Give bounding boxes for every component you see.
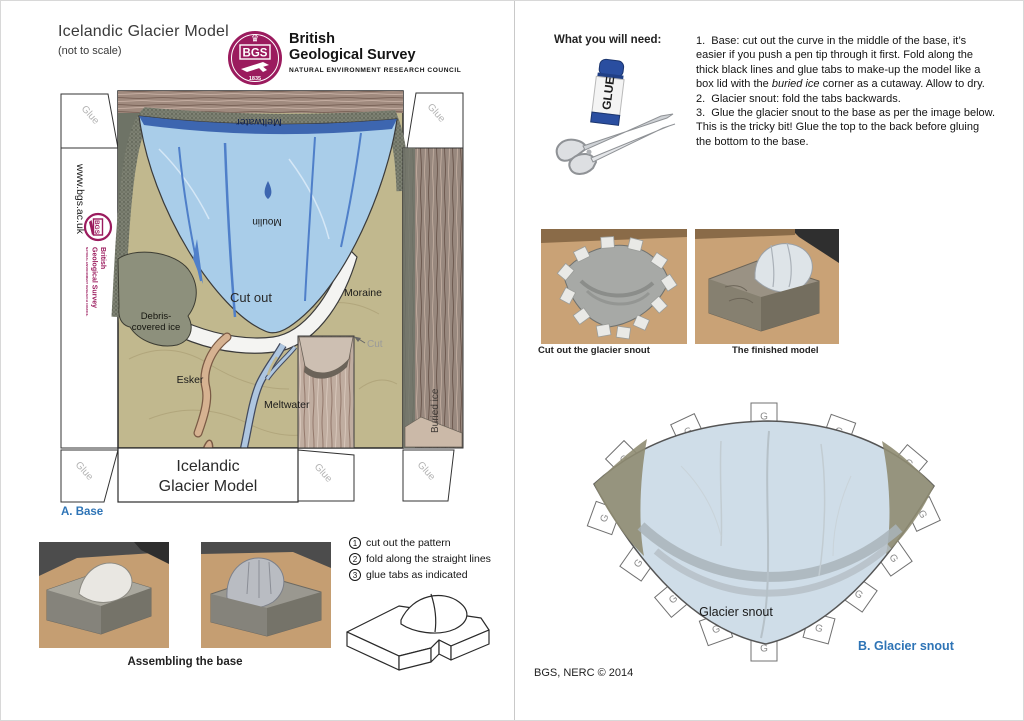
hammer-icon [241,62,269,72]
base-sketch-drawing [346,593,490,671]
moraine-band [111,107,410,318]
glue-tab-top-left: Glue [60,93,119,149]
cut-annotation: Cut [354,336,383,350]
base-terrain-panel: Meltwater Moulin Cut out Moraine Debris-… [111,90,410,469]
step-text: fold along the straight lines [366,553,491,565]
inner-fold-panel [297,335,355,449]
caption-assembling-base: Assembling the base [127,656,243,668]
page-title: Icelandic Glacier Model [58,23,229,40]
glacier-snout-diagram: G G G G G G G G G G G G G G Glacier snou… [586,402,941,662]
glue-tab-bottom-left: Glue [60,449,119,503]
photo-finished-model [695,229,839,344]
label-glacier-snout: Glacier snout [699,605,773,619]
glue-tab-bottom-right: Glue [402,449,455,502]
svg-text:G: G [760,412,768,423]
svg-text:BGS: BGS [93,220,100,235]
glacier-shape [138,115,398,334]
bgs-tagline: NATURAL ENVIRONMENT RESEARCH COUNCIL [289,67,462,74]
photo-cut-out-snout [541,229,687,344]
label-debris-2: covered ice [132,322,181,333]
bgs-website: www.bgs.ac.uk [74,163,86,235]
tools-illustration: GLUE [555,58,676,175]
label-esker: Esker [177,374,204,386]
bgs-acronym: BGS [243,48,268,60]
assembly-steps: 1 cut out the pattern 2 fold along the s… [349,537,491,585]
page-divider [514,1,515,720]
step-number-badge: 2 [349,553,361,565]
step-number-badge: 1 [349,537,361,549]
instructions-text: 1. Base: cut out the curve in the middle… [696,34,996,149]
base-title-strip: Icelandic Glacier Model [117,447,299,503]
svg-text:G: G [760,644,768,655]
svg-text:Cut: Cut [367,339,383,350]
instruction-step-3: 3. Glue the glacier snout to the base as… [696,107,998,148]
svg-text:NATURAL ENVIRONMENT RESEARCH C: NATURAL ENVIRONMENT RESEARCH COUNCIL [85,247,89,317]
crown-icon: ♛ [251,34,259,44]
svg-text:Icelandic: Icelandic [176,458,239,475]
instruction-step-1: 1. Base: cut out the curve in the middle… [696,35,985,91]
assembly-step: 3 glue tabs as indicated [349,569,491,581]
debris-covered-ice-area [117,251,197,347]
bgs-logo-small-icon: BGS British Geological Survey NATURAL EN… [83,212,113,317]
bgs-wordmark: British Geological Survey [289,31,416,63]
meltwater-band [139,116,397,135]
what-you-need-heading: What you will need: [554,34,662,46]
svg-text:British: British [99,247,106,269]
step-number-badge: 3 [349,569,361,581]
caption-b-glacier-snout: B. Glacier snout [858,639,954,653]
bgs-logo-icon: ♛ BGS 1835 [228,31,282,85]
glue-stick-icon: GLUE [590,58,625,126]
photo-assembly-2 [201,542,331,648]
photo-assembly-1 [39,542,169,648]
base-cutout-diagram: Glue Glue Glue Glue Glue www.bgs.ac.uk B… [60,90,464,503]
meltwater-river [240,342,297,449]
label-buried-ice: Buried ice [430,388,441,433]
caption-cut-out-snout: Cut out the glacier snout [538,345,650,356]
snout-shape: Glacier snout [593,420,935,645]
svg-text:G: G [915,509,928,521]
label-cut-out: Cut out [230,290,272,305]
page-subtitle: (not to scale) [58,45,122,57]
glue-tab-top-right: Glue [406,92,464,149]
logo-year: 1835 [249,76,261,82]
moulin-hole [264,181,272,199]
base-right-column: Buried ice [402,147,464,449]
label-moraine: Moraine [344,287,382,299]
step-text: glue tabs as indicated [366,569,468,581]
svg-text:G: G [598,513,611,524]
base-left-column: www.bgs.ac.uk BGS British Geological Sur… [60,147,119,449]
svg-text:Glacier Model: Glacier Model [159,478,258,495]
label-moulin: Moulin [252,216,281,227]
svg-text:Geological Survey: Geological Survey [91,247,98,308]
label-meltwater-top: Meltwater [236,116,282,128]
copyright-notice: BGS, NERC © 2014 [534,667,634,679]
caption-a-base: A. Base [61,506,104,518]
svg-text:G: G [814,623,825,636]
assembly-step: 1 cut out the pattern [349,537,491,549]
svg-text:G: G [711,623,722,636]
scissors-icon [555,113,676,175]
label-debris-1: Debris- [141,311,172,322]
glue-tab-bottom-middle: Glue [297,449,355,502]
instruction-step-2: 2. Glacier snout: fold the tabs backward… [696,92,901,105]
assembly-step: 2 fold along the straight lines [349,553,491,565]
label-meltwater-river: Meltwater [264,399,310,411]
svg-text:GLUE: GLUE [599,76,617,111]
step-text: cut out the pattern [366,537,451,549]
caption-finished-model: The finished model [732,345,819,356]
